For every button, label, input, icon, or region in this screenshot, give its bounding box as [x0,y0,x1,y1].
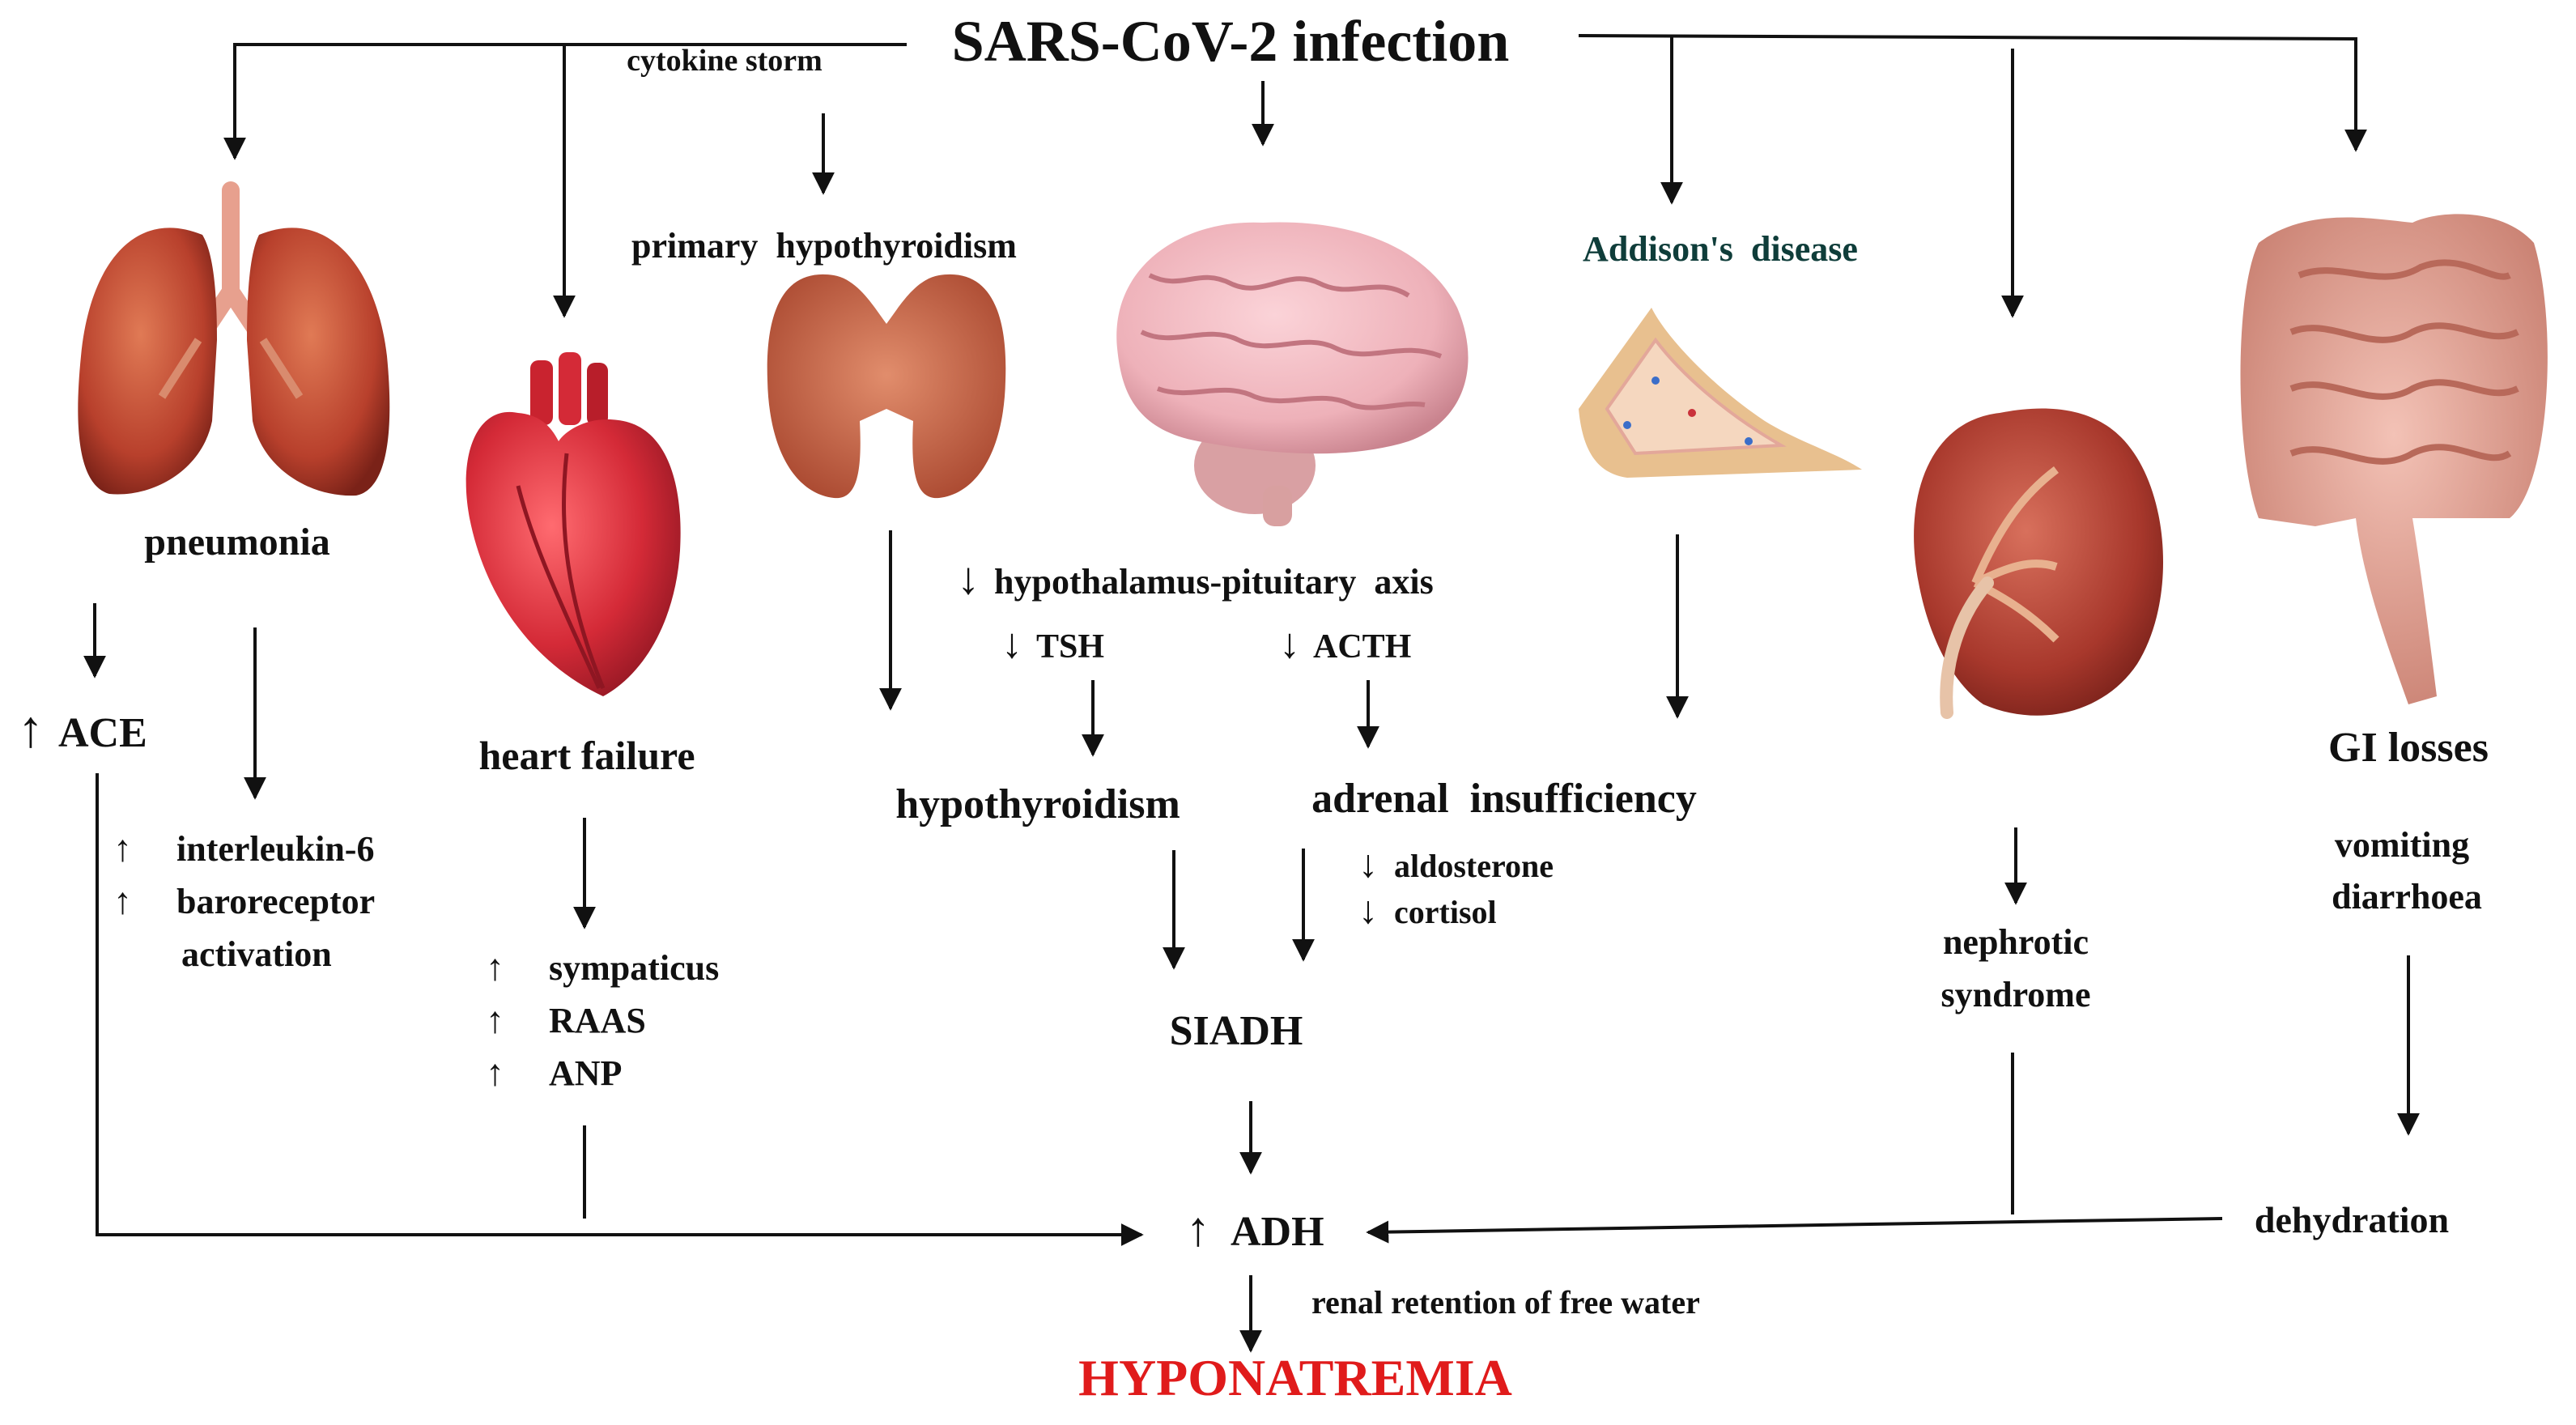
adrenal-insufficiency-label: adrenal insufficiency [1311,776,1697,822]
tsh-label: TSH [1036,628,1104,666]
heart-illustration [465,352,681,696]
intestine-illustration [2240,214,2548,704]
thyroid-illustration [767,274,1006,499]
acth-label: ACTH [1313,628,1411,666]
diarrhoea-label: diarrhoea [2332,877,2482,917]
cortisol-arrow: ↓ [1358,889,1378,932]
gi-losses-label: GI losses [2328,725,2489,771]
raas-arrow: ↑ [486,999,504,1040]
arrow-title-right-branch [1578,34,2367,152]
sympaticus-label: sympaticus [549,948,719,988]
ace-label: ACE [58,710,147,756]
baroreceptor-arrow: ↑ [113,880,132,921]
dehydration-label: dehydration [2255,1199,2449,1240]
anp-arrow: ↑ [486,1052,504,1093]
kidney-illustration [1914,408,2164,719]
interleukin-label: interleukin-6 [176,829,374,869]
aldosterone-label: aldosterone [1394,848,1554,884]
addisons-label: Addison's disease [1583,229,1858,269]
brain-illustration [1116,222,1469,526]
tsh-arrow: ↓ [1001,621,1022,667]
anp-label: ANP [549,1053,622,1093]
nephrotic-line2: syndrome [1941,975,2091,1015]
adh-label: ADH [1231,1209,1324,1255]
hyponatremia-label: HYPONATREMIA [1078,1349,1512,1406]
vomiting-label: vomiting [2335,825,2469,865]
adrenal-illustration [1579,308,1862,478]
siadh-label: SIADH [1170,1008,1303,1054]
arrow-title-to-pneumonia [223,43,907,160]
sympaticus-arrow: ↑ [486,946,504,988]
pneumonia-label: pneumonia [144,521,329,564]
baroreceptor-label: baroreceptor [176,882,375,921]
hypothyroidism-label: hypothyroidism [895,781,1180,827]
interleukin-arrow: ↑ [113,827,132,869]
arrow-ace-to-adh [96,773,1144,1246]
ace-arrow: ↑ [18,700,44,758]
cortisol-label: cortisol [1394,894,1497,930]
primary-hypothyroidism-label: primary hypothyroidism [631,226,1017,266]
heart-failure-label: heart failure [478,733,695,778]
nephrotic-line1: nephrotic [1943,922,2089,962]
lungs-illustration [78,181,390,496]
hpa-arrow: ↓ [957,554,980,604]
acth-arrow: ↓ [1279,621,1300,667]
cytokine-storm-label: cytokine storm [627,44,823,78]
renal-retention-label: renal retention of free water [1311,1284,1700,1321]
raas-label: RAAS [549,1001,646,1040]
aldosterone-arrow: ↓ [1358,843,1378,886]
activation-label: activation [181,934,332,974]
hpa-label: hypothalamus-pituitary axis [994,562,1434,602]
title: SARS-CoV-2 infection [952,9,1510,74]
adh-arrow: ↑ [1186,1202,1210,1256]
arrow-dehydration-to-adh [1366,1217,2223,1244]
